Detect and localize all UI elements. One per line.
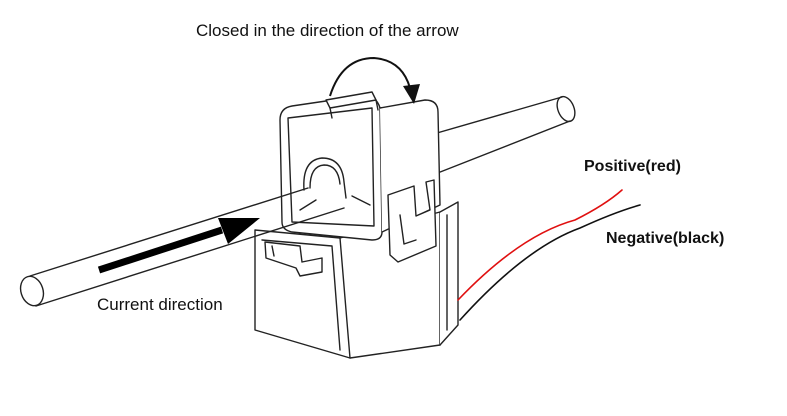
current-direction-label: Current direction [97, 295, 223, 314]
positive-lead-label: Positive(red) [584, 158, 681, 175]
conductor-rod-front [19, 187, 345, 307]
core-opening [303, 157, 347, 199]
locking-latch-left [264, 241, 323, 277]
rotation-instruction-label: Closed in the direction of the arrow [196, 21, 459, 40]
output-leads [457, 189, 641, 321]
current-direction-arrow-icon [97, 218, 260, 274]
locking-latch-right [387, 179, 437, 263]
positive-wire [457, 189, 623, 301]
negative-lead-label: Negative(black) [606, 230, 725, 247]
negative-wire [459, 204, 641, 321]
rotation-arrow-icon [329, 56, 420, 104]
conductor-rod-back [429, 95, 576, 177]
